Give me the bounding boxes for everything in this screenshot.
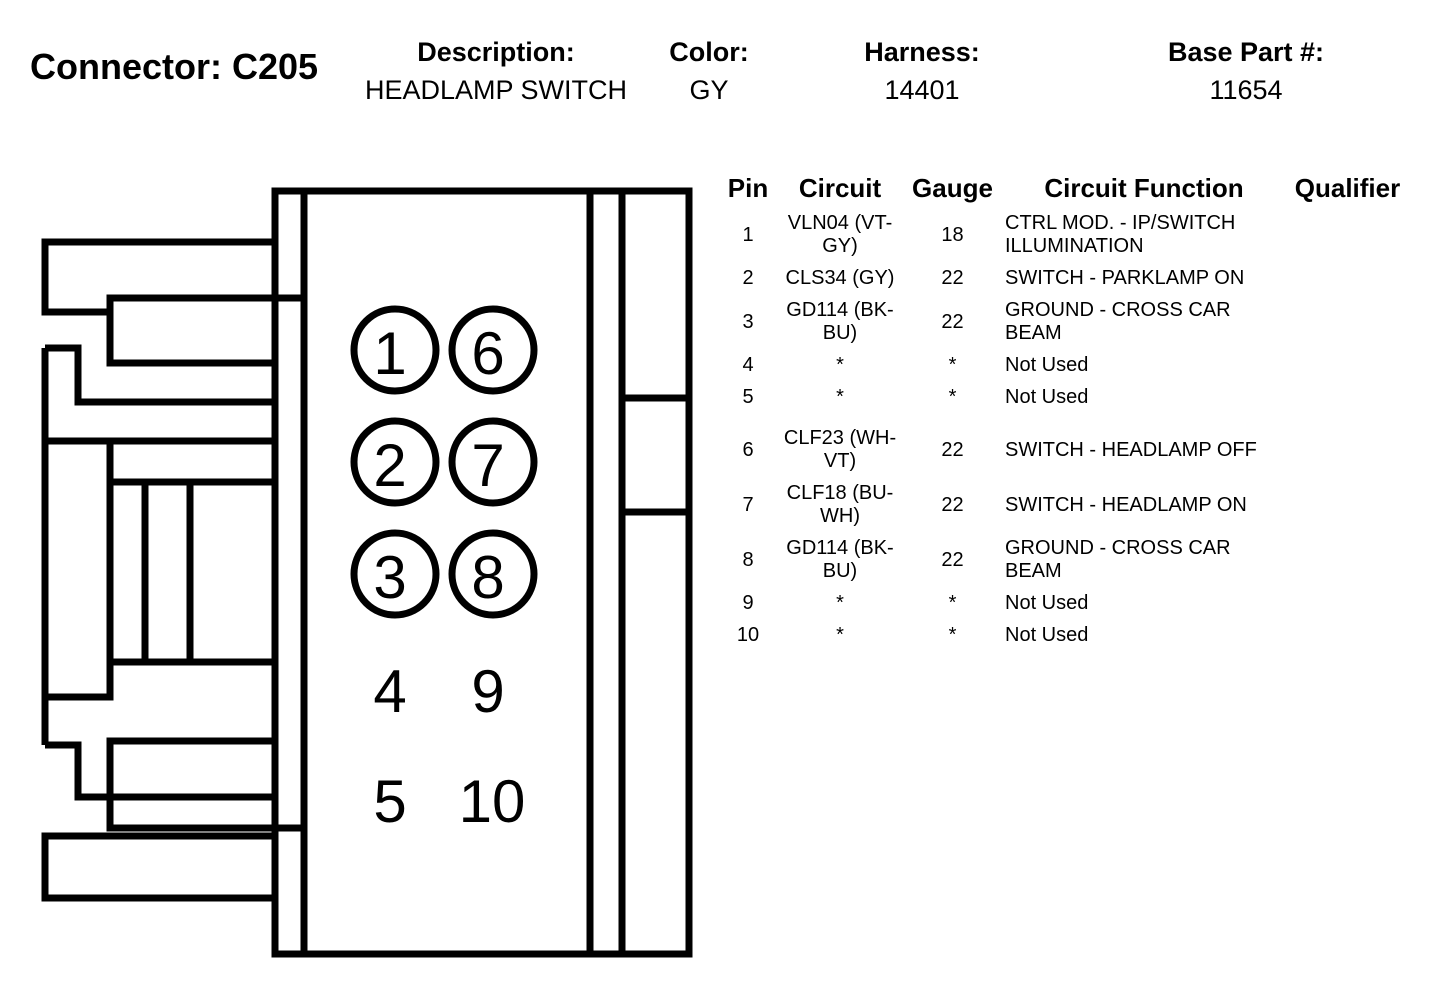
pin-circle-3 bbox=[350, 529, 440, 619]
circuit-cell: * bbox=[836, 592, 844, 614]
pin-number-9: 9 bbox=[471, 658, 504, 725]
pin-number-7: 7 bbox=[471, 432, 504, 499]
top-outer-tab bbox=[41, 238, 275, 316]
base-part-label: Base Part #: bbox=[1167, 37, 1325, 67]
circuit-cell: GD114 (BK-BU) bbox=[786, 299, 894, 344]
color-column: Color: GY bbox=[649, 36, 769, 106]
pin-cell: 4 bbox=[742, 354, 754, 376]
pin-number-10: 10 bbox=[459, 768, 526, 835]
pin-number-6: 6 bbox=[471, 320, 504, 387]
gauge-cell: 22 bbox=[941, 493, 964, 516]
circuit-function-cell: Not Used bbox=[1005, 354, 1089, 376]
gauge-cell: * bbox=[948, 386, 957, 408]
circuit-function-cell: Not Used bbox=[1005, 592, 1089, 614]
gauge-cell: * bbox=[948, 592, 957, 614]
circuit-cell: CLF18 (BU-WH) bbox=[786, 482, 894, 527]
pin-cell: 9 bbox=[742, 592, 754, 614]
gauge-cell: 22 bbox=[941, 438, 964, 461]
gauge-cell: * bbox=[948, 624, 957, 646]
harness-label: Harness: bbox=[864, 37, 980, 67]
circuit-cell: GD114 (BK-BU) bbox=[786, 537, 894, 582]
gauge-cell: 18 bbox=[941, 223, 964, 246]
pin-circle-6 bbox=[448, 305, 538, 395]
circuit-function-cell: SWITCH - HEADLAMP ON bbox=[1005, 493, 1247, 516]
circuit-cell: * bbox=[836, 624, 844, 646]
connector-body-outline bbox=[271, 187, 693, 958]
color-label: Color: bbox=[669, 37, 749, 67]
pin-cell: 10 bbox=[736, 624, 760, 646]
bottom-inner-tab bbox=[106, 737, 304, 832]
pin-number-5: 5 bbox=[373, 768, 406, 835]
pin-cell: 6 bbox=[742, 438, 754, 461]
description-label: Description: bbox=[417, 37, 575, 67]
pin-cell: 1 bbox=[742, 223, 754, 246]
lock-arm-top bbox=[45, 344, 275, 406]
circuit-function-cell: Not Used bbox=[1005, 386, 1089, 408]
gauge-cell: 22 bbox=[941, 267, 964, 289]
circuit-function-cell: Not Used bbox=[1005, 624, 1089, 646]
circuit-cell: CLF23 (WH-VT) bbox=[783, 427, 897, 472]
description-value: HEADLAMP SWITCH bbox=[364, 75, 628, 105]
circuit-header: Circuit bbox=[798, 173, 882, 203]
circuit-function-cell: SWITCH - PARKLAMP ON bbox=[1005, 267, 1245, 289]
pin-circle-1 bbox=[350, 305, 440, 395]
qualifier-header: Qualifier bbox=[1294, 173, 1401, 203]
pin-number-8: 8 bbox=[471, 544, 504, 611]
pin-cell: 2 bbox=[742, 267, 754, 289]
base-part-column: Base Part #: 11654 bbox=[1146, 36, 1346, 106]
harness-value: 14401 bbox=[884, 75, 960, 105]
circuit-cell: VLN04 (VT-GY) bbox=[787, 212, 893, 257]
circuit-function-header: Circuit Function bbox=[1044, 173, 1244, 203]
circuit-function-cell: SWITCH - HEADLAMP OFF bbox=[1005, 438, 1257, 461]
gauge-cell: 22 bbox=[941, 548, 964, 571]
connector-face-diagram: 1 6 2 7 3 8 4 9 5 10 bbox=[41, 187, 693, 958]
pin-cell: 8 bbox=[742, 548, 754, 571]
circuit-cell: * bbox=[836, 354, 844, 376]
bottom-outer-tab bbox=[41, 832, 275, 902]
circuit-cell: CLS34 (GY) bbox=[785, 267, 895, 289]
description-column: Description: HEADLAMP SWITCH bbox=[346, 36, 646, 106]
lock-arm-lower bbox=[45, 741, 275, 801]
pin-number-3: 3 bbox=[373, 544, 406, 611]
color-value: GY bbox=[689, 75, 729, 105]
pin-circle-8 bbox=[448, 529, 538, 619]
gauge-cell: * bbox=[948, 354, 957, 376]
top-inner-tab bbox=[106, 294, 304, 367]
gauge-header: Gauge bbox=[912, 173, 993, 203]
gauge-cell: 22 bbox=[941, 310, 964, 333]
pin-cell: 7 bbox=[742, 493, 754, 516]
pin-number-1: 1 bbox=[373, 320, 406, 387]
pin-circle-2 bbox=[350, 417, 440, 507]
circuit-cell: * bbox=[836, 386, 844, 408]
pin-cell: 5 bbox=[742, 386, 754, 408]
lock-arm-body bbox=[45, 437, 275, 701]
harness-column: Harness: 14401 bbox=[822, 36, 1022, 106]
base-part-value: 11654 bbox=[1209, 75, 1283, 105]
pin-cell: 3 bbox=[742, 310, 754, 333]
pin-circle-7 bbox=[448, 417, 538, 507]
pin-number-4: 4 bbox=[373, 658, 406, 725]
pin-header: Pin bbox=[727, 173, 769, 203]
connector-title: Connector: C205 bbox=[30, 46, 319, 87]
pin-number-2: 2 bbox=[373, 432, 406, 499]
